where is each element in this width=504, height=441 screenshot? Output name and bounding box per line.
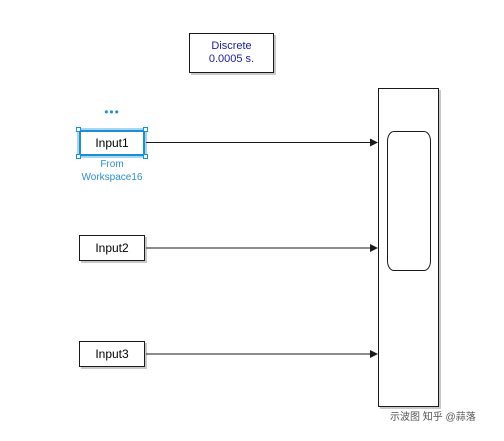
scope-block[interactable] <box>378 88 439 407</box>
input2-block[interactable]: Input2 <box>79 235 145 261</box>
arrowhead-input3 <box>370 350 378 358</box>
scope-screen-icon <box>387 131 431 271</box>
arrowhead-input1 <box>370 138 378 147</box>
resize-handle-bottom-left[interactable] <box>76 154 81 159</box>
solver-discrete-block[interactable]: Discrete 0.0005 s. <box>189 33 274 73</box>
input1-label: Input1 <box>95 136 129 150</box>
input3-label: Input3 <box>95 347 129 361</box>
input2-label: Input2 <box>95 241 129 255</box>
input1-block[interactable]: Input1 <box>76 127 148 159</box>
watermark: 示波图 知乎 @蒜落 <box>390 412 476 423</box>
caption-line-1: From <box>100 159 124 170</box>
arrowhead-input2 <box>370 244 378 252</box>
sample-time-label: 0.0005 s. <box>208 53 255 65</box>
resize-handle-top-left[interactable] <box>76 127 81 132</box>
discrete-label: Discrete <box>211 40 252 52</box>
resize-handle-top-right[interactable] <box>143 127 148 132</box>
more-options-dots[interactable]: ••• <box>104 105 120 119</box>
caption-line-2: Workspace16 <box>81 172 143 183</box>
resize-handle-bottom-right[interactable] <box>143 154 148 159</box>
input3-block[interactable]: Input3 <box>79 341 145 367</box>
input1-caption[interactable]: From Workspace16 <box>64 158 160 184</box>
